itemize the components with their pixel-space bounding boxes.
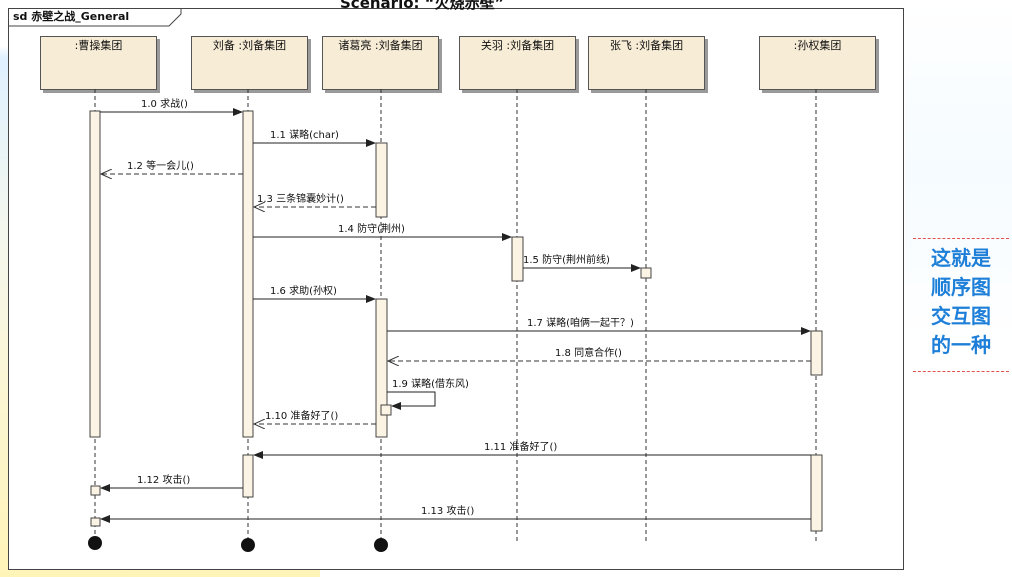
- activation-caocao: [89, 110, 101, 438]
- frame-title: sd 赤壁之战_General: [9, 9, 144, 25]
- note-line-1: 这就是: [931, 246, 991, 270]
- lifeline-label: :曹操集团: [74, 39, 123, 52]
- message-1-7-label: 1.7 谋略(咱俩一起干？): [527, 316, 634, 329]
- activation-liubei: [242, 110, 254, 438]
- message-1-2-label: 1.2 等一会儿(): [127, 159, 194, 172]
- termination-liubei: [241, 538, 255, 552]
- lifeline-head-zhangfei[interactable]: 张飞 :刘备集团: [588, 36, 705, 90]
- background-gradient-right: [905, 0, 1012, 577]
- message-1-1-label: 1.1 谋略(char): [270, 128, 339, 141]
- activation-liubei-2: [242, 454, 254, 498]
- activation-zhuge-2: [375, 298, 388, 438]
- message-1-5-label: 1.5 防守(荆州前线): [523, 253, 610, 266]
- message-1-9-label: 1.9 谋略(借东风): [392, 377, 469, 390]
- message-1-12-label: 1.12 攻击(): [137, 473, 190, 486]
- message-1-8-label: 1.8 同意合作(): [555, 346, 622, 359]
- note-line-2: 顺序图: [931, 275, 991, 299]
- message-1-13-label: 1.13 攻击(): [421, 504, 474, 517]
- messages: 1.0 求战() 1.1 谋略(char) 1.2 等一会儿() 1.3 三条锦…: [100, 98, 811, 523]
- activation-sunquan-2: [810, 454, 823, 532]
- lifeline-lines: [94, 89, 817, 541]
- activation-caocao-attack2: [90, 517, 101, 527]
- message-1-10-label: 1.10 准备好了(): [265, 409, 338, 422]
- termination-zhuge: [374, 538, 388, 552]
- termination-markers: [88, 536, 388, 552]
- annotation-note: 这就是 顺序图 交互图 的一种: [913, 238, 1009, 372]
- termination-caocao: [88, 536, 102, 550]
- message-1-0-label: 1.0 求战(): [141, 98, 188, 110]
- lifeline-head-liubei[interactable]: 刘备 :刘备集团: [191, 36, 308, 90]
- lifeline-head-guanyu[interactable]: 关羽 :刘备集团: [459, 36, 576, 90]
- activation-zhuge: [375, 142, 388, 218]
- diagram-canvas: 1.0 求战() 1.1 谋略(char) 1.2 等一会儿() 1.3 三条锦…: [88, 89, 823, 552]
- lifeline-label: 张飞 :刘备集团: [609, 39, 684, 52]
- activation-zhangfei: [640, 267, 652, 279]
- message-1-4-label: 1.4 防守(荆州): [338, 222, 405, 235]
- lifeline-head-sunquan[interactable]: :孙权集团: [759, 36, 876, 90]
- activation-sunquan: [810, 330, 823, 376]
- lifeline-label: 诸葛亮 :刘备集团: [338, 39, 423, 52]
- frame-tab-border: [9, 9, 182, 27]
- sequence-diagram-frame: sd 赤壁之战_General :曹操集团 刘备 :刘备集团 诸葛亮 :刘备集团…: [8, 8, 904, 570]
- activation-caocao-attack: [90, 485, 101, 496]
- activation-bars: [89, 110, 823, 532]
- message-1-3-label: 1.3 三条锦囊妙计(): [257, 192, 344, 205]
- note-line-3: 交互图: [931, 304, 991, 328]
- note-line-4: 的一种: [931, 333, 991, 357]
- message-1-9-arrow: [387, 391, 436, 410]
- lifeline-label: 刘备 :刘备集团: [212, 39, 287, 52]
- message-1-6-label: 1.6 求助(孙权): [270, 284, 337, 297]
- activation-zhuge-self: [380, 404, 392, 416]
- message-1-11-label: 1.11 准备好了(): [484, 440, 557, 453]
- activation-guanyu: [511, 236, 524, 282]
- lifeline-head-caocao[interactable]: :曹操集团: [40, 36, 157, 90]
- lifeline-label: :孙权集团: [793, 39, 842, 52]
- lifeline-label: 关羽 :刘备集团: [480, 39, 555, 52]
- scenario-title: Scenario: “火烧赤壁”: [340, 0, 505, 12]
